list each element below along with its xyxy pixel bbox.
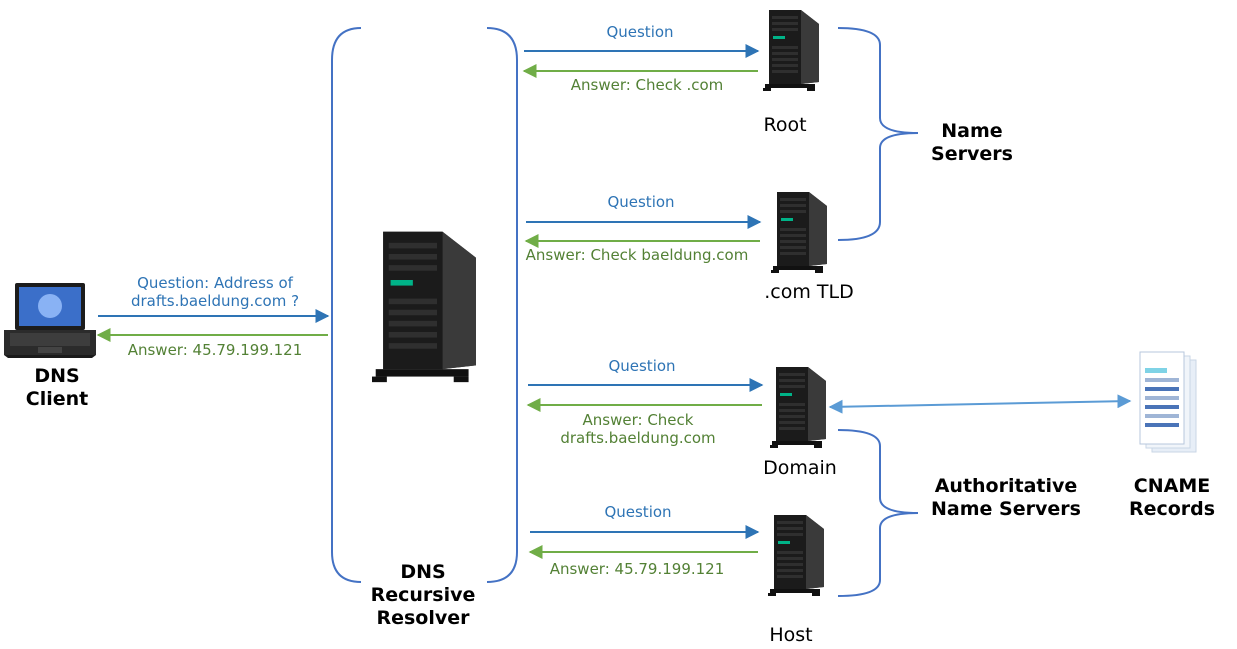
host-answer-label: Answer: 45.79.199.121 xyxy=(549,560,725,578)
client-question-label: Question: Address of drafts.baeldung.com… xyxy=(108,274,322,310)
tld-server-label: .com TLD xyxy=(764,281,854,303)
resolver-bracket-left xyxy=(331,27,362,583)
resolver-bracket-right xyxy=(486,27,518,583)
authoritative-label: Authoritative Name Servers xyxy=(920,475,1092,521)
root-server-icon xyxy=(763,10,819,91)
client-title-line2: Client xyxy=(25,388,89,410)
client-question-line1: Question: Address of xyxy=(137,274,293,292)
cname-link-arrow xyxy=(828,394,1132,414)
client-title-line1: DNS xyxy=(34,365,80,387)
tld-answer-label: Answer: Check baeldung.com xyxy=(525,246,749,264)
tld-server-icon xyxy=(771,192,827,273)
domain-answer-line2: drafts.baeldung.com xyxy=(560,429,716,447)
host-server-icon xyxy=(768,515,824,596)
cname-title-line2: Records xyxy=(1128,498,1216,520)
name-servers-line2: Servers xyxy=(931,143,1013,165)
client-question-line2: drafts.baeldung.com ? xyxy=(130,292,300,310)
authoritative-line1: Authoritative xyxy=(934,475,1078,497)
laptop-icon xyxy=(4,283,96,358)
client-title: DNS Client xyxy=(0,365,114,411)
root-answer-label: Answer: Check .com xyxy=(570,76,724,94)
authoritative-brace xyxy=(837,429,919,597)
root-server-label: Root xyxy=(763,114,807,136)
authoritative-line2: Name Servers xyxy=(931,498,1081,520)
domain-answer-line1: Answer: Check xyxy=(582,411,694,429)
domain-server-icon xyxy=(770,367,826,448)
name-servers-line1: Name xyxy=(941,120,1003,142)
host-server-label: Host xyxy=(769,624,813,646)
tld-question-label: Question xyxy=(607,193,675,211)
domain-server-label: Domain xyxy=(763,457,837,479)
resolver-server-icon xyxy=(372,231,476,383)
resolver-title-line1: DNS xyxy=(400,561,446,583)
client-answer-label: Answer: 45.79.199.121 xyxy=(127,341,303,359)
host-question-label: Question xyxy=(604,503,672,521)
name-servers-label: Name Servers xyxy=(912,120,1032,166)
name-servers-brace xyxy=(837,27,919,241)
resolver-title-line3: Resolver xyxy=(376,607,470,629)
resolver-title: DNS Recursive Resolver xyxy=(352,561,494,630)
document-stack-icon xyxy=(1139,351,1197,453)
domain-question-label: Question xyxy=(608,357,676,375)
root-question-label: Question xyxy=(606,23,674,41)
cname-title: CNAME Records xyxy=(1117,475,1227,521)
resolver-title-line2: Recursive xyxy=(370,584,476,606)
cname-title-line1: CNAME xyxy=(1133,475,1211,497)
domain-answer-label: Answer: Check drafts.baeldung.com xyxy=(528,411,748,447)
